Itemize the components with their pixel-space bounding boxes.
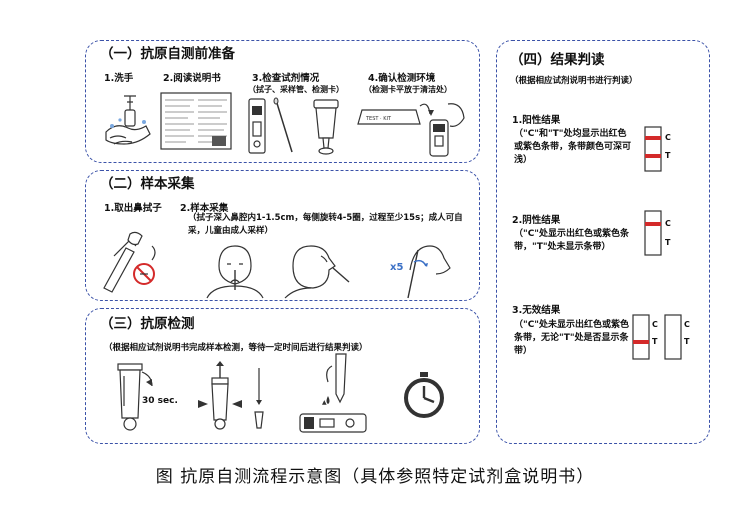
wait-time-label: 30 sec. (142, 396, 178, 406)
profile-swab-illustration (284, 245, 350, 299)
step-check-env: 4.确认检测环境 (368, 73, 436, 84)
clean-surface-illustration: TEST · KIT (357, 103, 465, 157)
manual-illustration (160, 92, 232, 150)
svg-text:TEST · KIT: TEST · KIT (365, 116, 392, 122)
positive-c-mark: C (665, 133, 671, 142)
negative-title: 2.阴性结果 (512, 215, 561, 226)
result-panel (496, 40, 710, 444)
tube-with-swab-illustration (117, 363, 153, 431)
squeeze-tube-illustration (198, 361, 242, 430)
negative-c-band (645, 222, 661, 226)
stopwatch-icon (404, 372, 444, 418)
step-check-kit: 3.检查试剂情况 (252, 73, 320, 84)
positive-t-band (645, 154, 661, 158)
hand-wash-illustration (105, 95, 151, 145)
result-note: （根据相应试剂说明书进行判读） (510, 76, 638, 86)
figure-caption: 图 抗原自测流程示意图（具体参照特定试剂盒说明书） (155, 467, 595, 487)
positive-desc: （"C"和"T"处均显示出红色或紫色条带，条带颜色可深可浅） (514, 129, 632, 165)
step-check-kit-note: （拭子、采样管、检测卡） (248, 85, 344, 94)
collect-sample-note: （拭子深入鼻腔内1-1.5cm，每侧旋转4-5圈，过程至少15s；成人可自采，儿… (188, 213, 463, 236)
invalid-b-t-mark: T (684, 337, 690, 346)
detect-title: （三）抗原检测 (100, 316, 195, 332)
detect-note: （根据相应试剂说明书完成样本检测，等待一定时间后进行结果判读） (104, 343, 368, 353)
invalid-title: 3.无效结果 (512, 305, 561, 316)
sample-tube-illustration (313, 99, 339, 155)
dropper-tube-illustration (254, 368, 264, 429)
swab-illustration (273, 97, 293, 153)
negative-c-mark: C (665, 219, 671, 228)
invalid-a-c-mark: C (652, 320, 658, 329)
negative-desc: （"C"处显示出红色或紫色条带，"T"处未显示条带） (514, 229, 629, 252)
positive-title: 1.阳性结果 (512, 115, 561, 126)
svg-text:▲: ▲ (322, 399, 327, 406)
invalid-strip-a (632, 314, 650, 360)
step-take-swab: 1.取出鼻拭子 (104, 203, 162, 214)
invalid-desc: （"C"处未显示出红色或紫色条带，无论"T"处是否显示条带） (514, 320, 629, 356)
test-card-illustration (248, 98, 266, 154)
sample-title: （二）样本采集 (100, 176, 195, 192)
positive-t-mark: T (665, 151, 671, 160)
prep-title: （一）抗原自测前准备 (100, 46, 235, 62)
step-check-env-note: （检测卡平放于清洁处） (364, 85, 452, 94)
swab-package-illustration (103, 231, 156, 293)
negative-strip (644, 210, 662, 256)
result-title: （四）结果判读 (510, 52, 605, 68)
nostril-rotate-illustration (407, 245, 451, 299)
step-collect-sample: 2.样本采集 (180, 203, 229, 214)
invalid-t-band (633, 340, 649, 344)
detect-panel (85, 308, 480, 444)
step-wash-hands: 1.洗手 (104, 73, 134, 84)
invalid-b-c-mark: C (684, 320, 690, 329)
step-read-manual: 2.阅读说明书 (163, 73, 221, 84)
negative-t-mark: T (665, 238, 671, 247)
person-swab-illustration (206, 245, 264, 299)
positive-strip (644, 126, 662, 172)
invalid-a-t-mark: T (652, 337, 658, 346)
prep-panel (85, 40, 480, 163)
drop-sample-illustration: ▲ (299, 353, 367, 433)
rotate-count: x5 (390, 262, 404, 273)
positive-c-band (645, 136, 661, 140)
sample-panel (85, 170, 480, 301)
invalid-strip-b (664, 314, 682, 360)
